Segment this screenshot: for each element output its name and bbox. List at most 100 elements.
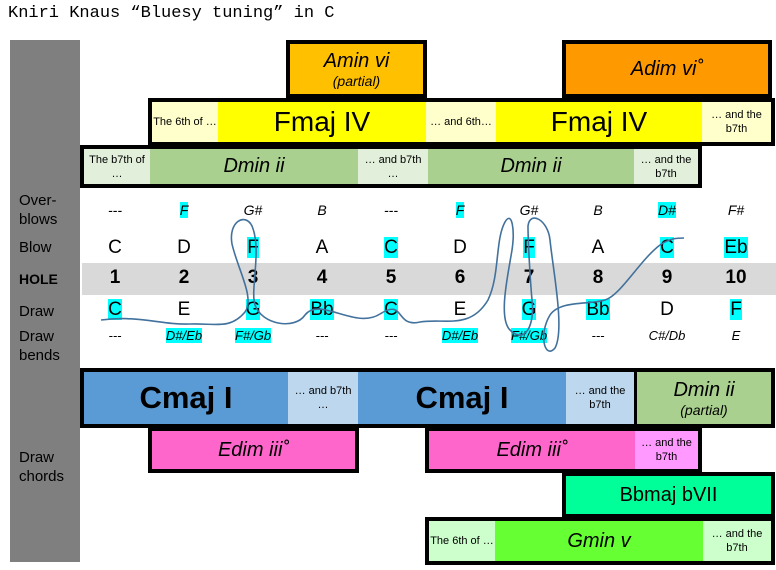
blow-note-10: Eb [716,237,756,259]
blow-note-4: A [302,237,342,259]
hole-number-8: 8 [578,267,618,289]
hole-number-text: 5 [385,267,397,288]
chord-gmin: Gmin v [495,521,703,561]
gmin-pre: The 6th of … [430,535,494,547]
chord-row-fmaj: The 6th of … Fmaj IV … and 6th… Fmaj IV … [148,98,775,146]
hole-number-5: 5 [371,267,411,289]
chord-bbmaj-name: Bbmaj bVII [619,483,718,506]
draw-bend-note-text: --- [384,328,398,343]
gmin-post: … and the b7th [711,528,763,554]
hole-number-text: 6 [454,267,466,288]
dmin-mid: … and b7th … [364,153,422,180]
hole-number-1: 1 [95,267,135,289]
chord-cmaj-2: Cmaj I [358,372,566,424]
blow-note-6: D [440,237,480,259]
overblow-note-text: --- [384,202,398,218]
blow-note-text: C [108,237,122,258]
draw-note-text: G [245,299,261,320]
hole-number-4: 4 [302,267,342,289]
label-blow: Blow [19,239,52,256]
chord-bbmaj: Bbmaj bVII [562,472,775,518]
chord-fmaj-2: Fmaj IV [496,102,702,142]
blow-note-8: A [578,237,618,259]
draw-note-3: G [233,299,273,321]
page-title: Kniri Knaus “Bluesy tuning” in C [8,4,335,23]
hole-number-6: 6 [440,267,480,289]
chord-edim-1-name: Edim iii˚ [217,438,290,461]
draw-note-text: E [177,299,191,320]
draw-bend-note-6: D#/Eb [440,328,480,343]
draw-note-6: E [440,299,480,321]
chord-row-cmaj: Cmaj I … and b7th … Cmaj I … and the b7t… [80,368,775,428]
chord-amin-sub: (partial) [332,72,381,89]
blow-note-5: C [371,237,411,259]
draw-note-text: E [453,299,467,320]
overblow-note-text: F [179,202,189,218]
draw-bend-note-1: --- [95,328,135,343]
chord-fmaj-1: Fmaj IV [218,102,426,142]
draw-note-9: D [647,299,687,321]
hole-number-2: 2 [164,267,204,289]
draw-bend-note-text: --- [315,328,329,343]
chord-edim-2: Edim iii˚ [429,431,635,469]
chord-dmin-partial: Dmin ii (partial) [634,372,771,424]
overblow-note-5: --- [371,202,411,218]
overblow-note-2: F [164,202,204,218]
draw-bend-note-2: D#/Eb [164,328,204,343]
chord-dmin-partial-name: Dmin ii [673,378,735,401]
cmaj-mid: … and b7th … [294,385,352,411]
overblow-note-text: B [593,202,603,218]
hole-number-10: 10 [716,267,756,289]
draw-note-text: Bb [586,299,610,320]
hole-number-band [82,263,776,295]
draw-bend-note-text: D#/Eb [441,328,479,343]
draw-note-text: C [108,299,122,320]
chord-amin-name: Amin vi [323,49,390,72]
overblow-note-text: G# [243,202,263,218]
draw-bend-note-text: D#/Eb [165,328,203,343]
blow-note-2: D [164,237,204,259]
fmaj-mid: … and 6th… [430,116,492,128]
draw-bend-note-8: --- [578,328,618,343]
draw-note-8: Bb [578,299,618,321]
dmin-pre: The b7th of … [89,153,145,180]
hole-number-9: 9 [647,267,687,289]
draw-note-1: C [95,299,135,321]
overblow-note-3: G# [233,202,273,218]
label-overblows: Over- blows [19,192,58,228]
overblow-note-6: F [440,202,480,218]
fmaj-post: … and the b7th [711,109,762,135]
chord-dmin-partial-sub: (partial) [680,401,728,418]
blow-note-text: A [591,237,605,258]
overblow-note-4: B [302,202,342,218]
hole-number-3: 3 [233,267,273,289]
draw-bend-note-10: E [716,328,756,343]
chord-amin: Amin vi (partial) [286,40,427,98]
draw-bend-note-3: F#/Gb [233,328,273,343]
draw-note-text: D [660,299,674,320]
blow-note-text: F [247,237,259,258]
overblow-note-text: B [317,202,327,218]
sidebar-blow-section [10,40,80,367]
chord-edim-1: Edim iii˚ [148,427,359,473]
blow-note-text: C [384,237,398,258]
chord-row-dmin: The b7th of … Dmin ii … and b7th … Dmin … [80,145,702,188]
overblow-note-10: F# [716,202,756,218]
blow-note-1: C [95,237,135,259]
draw-bend-note-9: C#/Db [647,328,687,343]
hole-number-text: 3 [247,267,259,288]
draw-bend-note-text: --- [591,328,605,343]
edim-post: … and the b7th [641,437,692,463]
draw-bend-note-5: --- [371,328,411,343]
draw-bend-note-7: F#/Gb [509,328,549,343]
overblow-note-text: G# [519,202,539,218]
draw-note-10: F [716,299,756,321]
chord-adim: Adim vi˚ [562,40,772,98]
dmin-post: … and the b7th [640,153,692,180]
label-hole: HOLE [19,271,58,287]
hole-number-text: 9 [661,267,673,288]
blow-note-text: D [453,237,467,258]
hole-number-7: 7 [509,267,549,289]
blow-note-text: D [177,237,191,258]
